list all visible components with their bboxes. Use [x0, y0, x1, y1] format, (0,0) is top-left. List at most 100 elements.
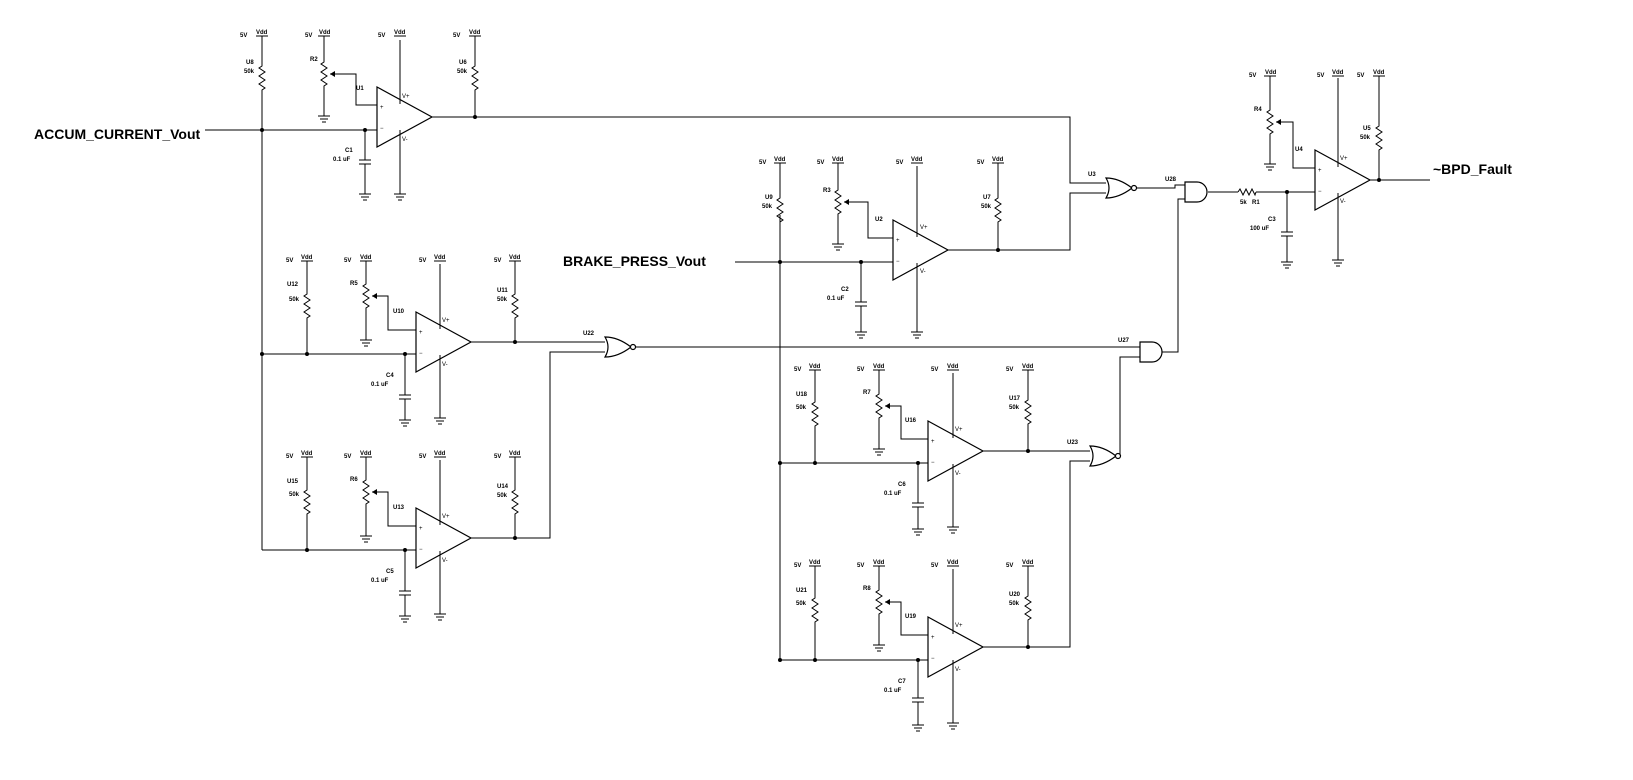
svg-text:50k: 50k	[796, 405, 807, 411]
svg-text:R2: R2	[310, 57, 318, 63]
svg-text:U17: U17	[1009, 396, 1021, 402]
svg-text:50k: 50k	[497, 297, 508, 303]
svg-text:V+: V+	[920, 225, 928, 231]
svg-text:R6: R6	[350, 477, 358, 483]
svg-text:U21: U21	[796, 588, 808, 594]
svg-text:C6: C6	[898, 482, 906, 488]
svg-text:5V: 5V	[1249, 73, 1256, 79]
svg-text:C7: C7	[898, 679, 906, 685]
svg-text:5V: 5V	[494, 454, 501, 460]
brake-press-signal: BRAKE_PRESS_Vout	[563, 253, 706, 269]
svg-text:Vdd: Vdd	[319, 30, 331, 36]
svg-text:5V: 5V	[931, 367, 938, 373]
svg-text:Vdd: Vdd	[1022, 364, 1034, 370]
svg-text:Vdd: Vdd	[301, 451, 313, 457]
svg-text:5V: 5V	[419, 258, 426, 264]
svg-text:U20: U20	[1009, 592, 1021, 598]
svg-text:V-: V-	[1340, 199, 1346, 205]
svg-text:Vdd: Vdd	[509, 255, 521, 261]
svg-text:5V: 5V	[240, 33, 247, 39]
svg-text:0.1 uF: 0.1 uF	[333, 157, 351, 163]
svg-text:5V: 5V	[977, 160, 984, 166]
bpd-fault-signal: ~BPD_Fault	[1433, 161, 1512, 177]
svg-text:Vdd: Vdd	[947, 560, 959, 566]
svg-text:V-: V-	[955, 471, 961, 477]
svg-text:R8: R8	[863, 586, 871, 592]
svg-text:C2: C2	[841, 287, 849, 293]
svg-text:5V: 5V	[494, 258, 501, 264]
stage-u2: 5V Vdd U9 50k 5V Vdd R3 U2 V+ V- 5V Vdd …	[759, 157, 1004, 339]
stage-u13: 5V Vdd U15 50k 5V Vdd R6 U13 V+ V- 5V Vd…	[286, 451, 521, 623]
svg-text:5k: 5k	[1240, 200, 1247, 206]
svg-text:R1: R1	[1252, 200, 1260, 206]
svg-text:U9: U9	[765, 195, 773, 201]
svg-text:5V: 5V	[794, 367, 801, 373]
svg-text:Vdd: Vdd	[774, 157, 786, 163]
svg-text:Vdd: Vdd	[434, 451, 446, 457]
svg-text:V+: V+	[955, 427, 963, 433]
svg-text:50k: 50k	[1009, 601, 1020, 607]
svg-text:U19: U19	[905, 614, 917, 620]
svg-text:100 uF: 100 uF	[1250, 226, 1269, 232]
svg-text:5V: 5V	[1006, 563, 1013, 569]
svg-text:5V: 5V	[344, 258, 351, 264]
svg-text:5V: 5V	[453, 33, 460, 39]
svg-text:Vdd: Vdd	[469, 30, 481, 36]
svg-text:5V: 5V	[817, 160, 824, 166]
svg-text:U22: U22	[583, 331, 595, 337]
svg-text:C3: C3	[1268, 217, 1276, 223]
svg-text:Vdd: Vdd	[873, 364, 885, 370]
junctions	[260, 115, 1381, 662]
svg-text:U7: U7	[983, 195, 991, 201]
svg-text:0.1 uF: 0.1 uF	[371, 382, 389, 388]
svg-text:U18: U18	[796, 392, 808, 398]
svg-text:U6: U6	[459, 60, 467, 66]
svg-text:C1: C1	[345, 148, 353, 154]
svg-text:50k: 50k	[1360, 135, 1371, 141]
svg-text:Vdd: Vdd	[1265, 70, 1277, 76]
svg-text:Vdd: Vdd	[1022, 560, 1034, 566]
stage-u1: 5V Vdd U8 50k 5V Vdd R2 U1 V+ V- 5V Vdd	[240, 30, 481, 201]
svg-text:V+: V+	[1340, 156, 1348, 162]
svg-text:5V: 5V	[419, 454, 426, 460]
svg-text:Vdd: Vdd	[809, 364, 821, 370]
svg-text:Vdd: Vdd	[394, 30, 406, 36]
svg-text:5V: 5V	[1006, 367, 1013, 373]
logic-gates: U3 U22 U23 U27 U28	[583, 172, 1208, 467]
svg-text:Vdd: Vdd	[1332, 70, 1344, 76]
svg-text:U27: U27	[1118, 338, 1130, 344]
svg-text:0.1 uF: 0.1 uF	[884, 688, 902, 694]
svg-text:0.1 uF: 0.1 uF	[884, 491, 902, 497]
svg-text:Vdd: Vdd	[301, 255, 313, 261]
svg-text:U4: U4	[1295, 147, 1303, 153]
svg-text:Vdd: Vdd	[360, 451, 372, 457]
svg-text:U14: U14	[497, 484, 509, 490]
svg-text:50k: 50k	[981, 204, 992, 210]
svg-text:V-: V-	[442, 558, 448, 564]
svg-text:5V: 5V	[286, 258, 293, 264]
svg-text:U23: U23	[1067, 440, 1079, 446]
svg-text:5V: 5V	[344, 454, 351, 460]
svg-text:V-: V-	[955, 667, 961, 673]
svg-text:U12: U12	[287, 282, 299, 288]
svg-text:C4: C4	[386, 373, 394, 379]
svg-text:5V: 5V	[1357, 73, 1364, 79]
svg-text:Vdd: Vdd	[992, 157, 1004, 163]
svg-text:R4: R4	[1254, 107, 1262, 113]
svg-text:V-: V-	[920, 269, 926, 275]
svg-text:Vdd: Vdd	[832, 157, 844, 163]
svg-text:V+: V+	[442, 318, 450, 324]
svg-text:50k: 50k	[497, 493, 508, 499]
svg-text:U15: U15	[287, 479, 299, 485]
svg-text:U13: U13	[393, 505, 405, 511]
svg-text:U3: U3	[1088, 172, 1096, 178]
svg-text:Vdd: Vdd	[809, 560, 821, 566]
svg-text:Vdd: Vdd	[947, 364, 959, 370]
stage-u16: 5V Vdd U18 50k 5V Vdd R7 U16 V+ V- 5V Vd…	[794, 364, 1034, 536]
svg-text:U8: U8	[246, 60, 254, 66]
svg-text:0.1 uF: 0.1 uF	[371, 578, 389, 584]
svg-text:Vdd: Vdd	[1373, 70, 1385, 76]
svg-text:U28: U28	[1165, 177, 1177, 183]
svg-text:5V: 5V	[896, 160, 903, 166]
svg-text:5V: 5V	[857, 563, 864, 569]
